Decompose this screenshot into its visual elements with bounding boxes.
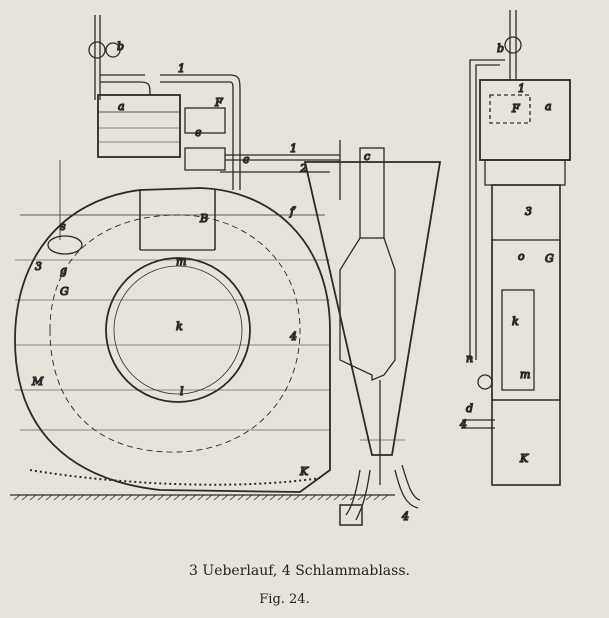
front-label-G: G <box>545 252 554 265</box>
label-B: B <box>199 212 208 225</box>
front-label-a: a <box>545 100 552 113</box>
front-label-m: m <box>520 368 530 381</box>
front-label-F: F <box>511 102 520 115</box>
front-label-K: K <box>519 452 529 465</box>
label-4b: 4 <box>401 510 409 523</box>
ground-line <box>10 494 395 501</box>
upper-tank-a <box>47 15 341 255</box>
label-k: k <box>176 320 183 333</box>
label-e: e <box>195 126 202 139</box>
front-label-4: 4 <box>459 418 467 431</box>
label-s: s <box>60 220 66 233</box>
apparatus-diagram: a b 1 F 1 e c e 2 B g f 3 4 m k l G M K … <box>10 10 571 526</box>
label-2: 2 <box>299 162 307 175</box>
label-4: 4 <box>289 330 297 343</box>
front-label-3: 3 <box>525 205 532 218</box>
label-g: g <box>60 264 67 277</box>
label-3: 3 <box>35 260 42 273</box>
front-elevation <box>462 10 571 486</box>
label-F: F <box>214 96 223 109</box>
figure-legend: 3 Ueberlauf, 4 Schlammablass. <box>189 563 410 579</box>
label-f: f <box>289 205 296 218</box>
front-label-o: o <box>518 250 525 263</box>
front-label-d: d <box>466 402 473 415</box>
figure-number: Fig. 24. <box>259 592 310 607</box>
spiral-tank <box>14 187 331 493</box>
front-label-1: 1 <box>518 82 525 95</box>
front-label-k: k <box>512 315 519 328</box>
front-label-n: n <box>466 352 473 365</box>
label-b: b <box>117 40 124 53</box>
label-1b: 1 <box>290 142 297 155</box>
label-l: l <box>180 385 184 398</box>
conical-filter <box>303 147 442 526</box>
label-c: c <box>364 150 370 163</box>
label-M: M <box>31 375 44 388</box>
front-label-b: b <box>497 42 504 55</box>
label-a: a <box>118 100 125 113</box>
label-K: K <box>299 465 309 478</box>
label-G: G <box>60 285 69 298</box>
label-1: 1 <box>178 62 185 75</box>
label-e2: e <box>243 153 250 166</box>
label-m: m <box>176 255 186 268</box>
